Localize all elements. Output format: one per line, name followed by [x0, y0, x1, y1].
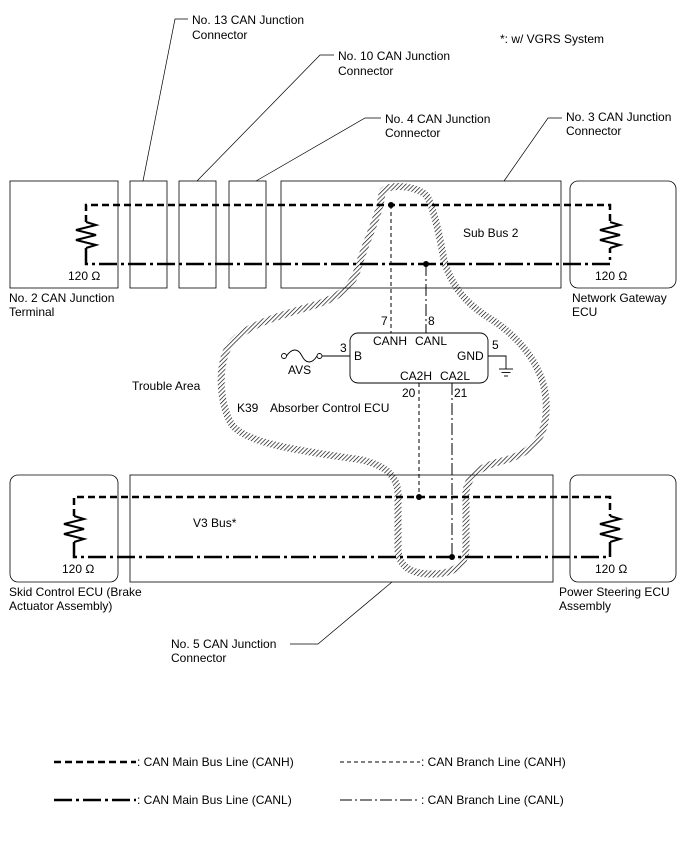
avs-terminal-left: [281, 353, 287, 359]
no5-label-line1: No. 5 CAN Junction: [171, 637, 276, 651]
ecu-name-label: Absorber Control ECU: [270, 401, 389, 415]
network-gateway-ecu-box: [569, 180, 677, 289]
no3-leader-line: [503, 117, 562, 182]
no5-junction-connector-box: [129, 474, 554, 583]
skid-control-label-line1: Skid Control ECU (Brake: [9, 585, 142, 599]
ca2l-pin-label: CA2L: [440, 369, 470, 383]
right-top-resistor-icon: [599, 221, 624, 249]
resistance-label-bottom-right: 120 Ω: [595, 562, 627, 576]
v3-bus-canl-line: [72, 542, 612, 559]
trouble-area-label: Trouble Area: [132, 379, 201, 393]
no13-junction-connector-box: [129, 180, 168, 289]
left-bottom-resistor-icon: [63, 515, 88, 543]
gnd-pin-number: 5: [492, 338, 499, 352]
ca2h-pin-label: CA2H: [400, 369, 432, 383]
no4-label-line2: Connector: [385, 126, 440, 140]
left-top-resistor-icon: [75, 221, 100, 249]
vgrs-note: *: w/ VGRS System: [500, 32, 604, 46]
junction-dot-canl-top: [423, 261, 429, 267]
power-steering-ecu-box: [569, 474, 677, 583]
gnd-pin-label: GND: [457, 349, 484, 363]
sub-bus-canl-line: [84, 248, 612, 266]
no2-junction-terminal-box: [9, 180, 119, 289]
ecu-code-label: K39: [237, 401, 259, 415]
no13-label-line2: Connector: [192, 28, 247, 42]
b-pin-number: 3: [340, 341, 347, 355]
sub-bus-canh-line: [84, 203, 612, 222]
no10-junction-connector-box: [178, 180, 217, 289]
power-steering-label-line1: Power Steering ECU: [559, 585, 670, 599]
power-steering-label-line2: Assembly: [559, 599, 611, 613]
network-gateway-label-line1: Network Gateway: [572, 291, 667, 305]
right-bottom-resistor-icon: [599, 515, 624, 543]
junction-dot-canh-top: [388, 202, 394, 208]
no10-leader-line: [196, 54, 334, 182]
no10-label-line2: Connector: [338, 64, 393, 78]
legend-main-canh-label: : CAN Main Bus Line (CANH): [137, 755, 294, 769]
avs-label: AVS: [288, 363, 311, 377]
ca2l-pin-number: 21: [454, 386, 468, 400]
legend-branch-canh-label: : CAN Branch Line (CANH): [421, 755, 566, 769]
canl-pin-number: 8: [428, 314, 435, 328]
sub-bus-label: Sub Bus 2: [463, 226, 519, 240]
skid-control-ecu-box: [9, 474, 119, 583]
ca2h-pin-number: 20: [402, 386, 416, 400]
junction-dot-canh-bottom: [416, 494, 422, 500]
no3-label-line1: No. 3 CAN Junction: [566, 110, 671, 124]
no5-leader-line: [290, 581, 393, 645]
no4-junction-connector-box: [228, 180, 267, 289]
no3-label-line2: Connector: [566, 124, 621, 138]
resistance-label-top-left: 120 Ω: [68, 269, 100, 283]
trouble-area-outline: [217, 183, 550, 578]
fuse-icon: [286, 349, 318, 363]
v3-bus-label: V3 Bus*: [193, 516, 237, 530]
b-pin-label: B: [354, 349, 362, 363]
absorber-control-ecu-box: [349, 332, 489, 384]
no2-terminal-label-line1: No. 2 CAN Junction: [9, 291, 114, 305]
skid-control-label-line2: Actuator Assembly): [9, 599, 112, 613]
no2-terminal-label-line2: Terminal: [9, 305, 54, 319]
canl-pin-label: CANL: [415, 334, 447, 348]
v3-bus-canh-line: [72, 495, 612, 516]
no5-label-line2: Connector: [171, 651, 226, 665]
avs-terminal-right: [316, 353, 323, 359]
resistance-label-bottom-left: 120 Ω: [62, 562, 94, 576]
no3-junction-connector-box: [280, 180, 562, 289]
canh-pin-number: 7: [381, 314, 388, 328]
gnd-wire: [488, 355, 507, 369]
no10-label-line1: No. 10 CAN Junction: [338, 49, 450, 63]
junction-dot-canl-bottom: [449, 554, 455, 560]
no13-label-line1: No. 13 CAN Junction: [192, 13, 304, 27]
resistance-label-top-right: 120 Ω: [595, 269, 627, 283]
network-gateway-label-line2: ECU: [572, 305, 597, 319]
no13-leader-line: [142, 18, 188, 182]
no4-label-line1: No. 4 CAN Junction: [385, 112, 490, 126]
no4-leader-line: [255, 117, 381, 182]
legend-main-canl-label: : CAN Main Bus Line (CANL): [137, 793, 292, 807]
canh-pin-label: CANH: [373, 334, 407, 348]
legend-branch-canl-label: : CAN Branch Line (CANL): [421, 793, 564, 807]
